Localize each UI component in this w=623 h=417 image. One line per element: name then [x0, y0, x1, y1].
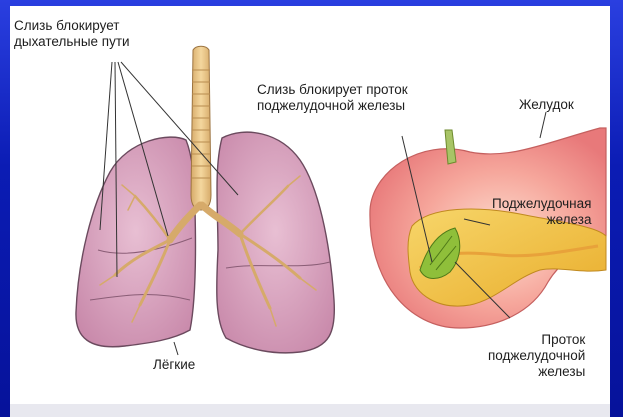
label-pancreas: Поджелудочная железа — [492, 196, 591, 228]
label-stomach: Желудок — [519, 97, 574, 113]
label-pancreatic-duct: Проток поджелудочной железы — [488, 332, 585, 380]
label-lungs: Лёгкие — [153, 357, 195, 373]
trachea — [191, 46, 211, 210]
label-mucus-blocks-airways: Слизь блокирует дыхательные пути — [14, 18, 130, 50]
right-lung — [217, 132, 335, 353]
label-mucus-blocks-duct: Слизь блокирует проток поджелудочной жел… — [257, 82, 408, 114]
